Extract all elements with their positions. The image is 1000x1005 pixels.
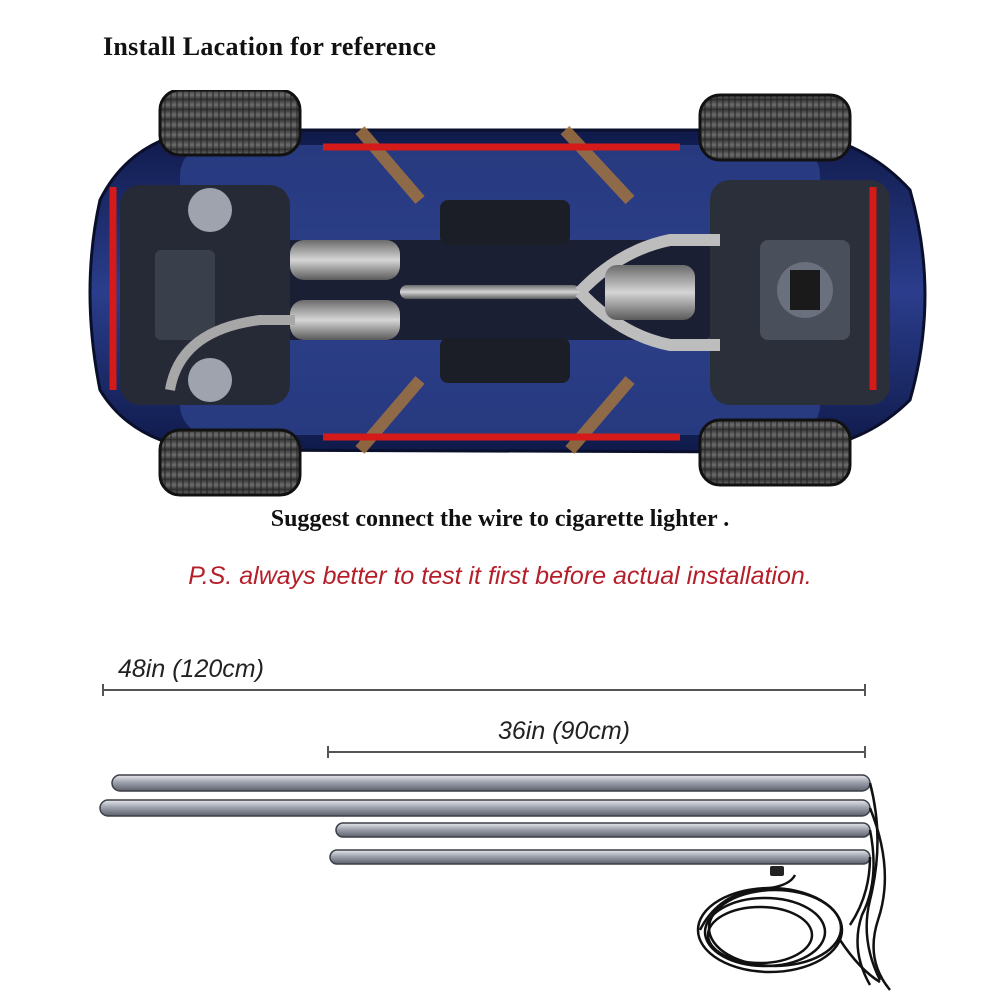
fuel-tank <box>440 200 570 245</box>
tire-front-top <box>698 93 852 162</box>
wiring-suggestion: Suggest connect the wire to cigarette li… <box>270 506 730 532</box>
dimension-line-36in <box>327 746 866 758</box>
led-strip-36in-1 <box>335 822 871 838</box>
led-strips-illustration <box>0 640 1000 1000</box>
exhaust-pipe <box>400 285 580 299</box>
tire-rear-top <box>158 88 302 157</box>
page-title: Install Lacation for reference <box>103 32 437 61</box>
led-strips-svg <box>99 684 891 991</box>
connector-plug <box>770 866 784 876</box>
tire-rear-bottom <box>158 428 302 497</box>
dimension-line-48in <box>102 684 866 696</box>
led-strip-48in-1 <box>111 774 871 792</box>
led-strip-48in-2 <box>99 799 871 817</box>
muffler-top <box>290 240 400 280</box>
car-underside-illustration <box>88 88 927 497</box>
muffler-bottom <box>290 300 400 340</box>
wiring-harness <box>696 782 891 991</box>
ps-warning: P.S. always better to test it first befo… <box>188 562 812 590</box>
length-48in-label: 48in (120cm) <box>118 655 264 683</box>
length-36in-label: 36in (90cm) <box>498 717 630 745</box>
catalytic-converter <box>605 265 695 320</box>
car-underside-image <box>60 88 940 500</box>
led-strip-36in-2 <box>329 849 871 865</box>
tire-front-bottom <box>698 418 852 487</box>
